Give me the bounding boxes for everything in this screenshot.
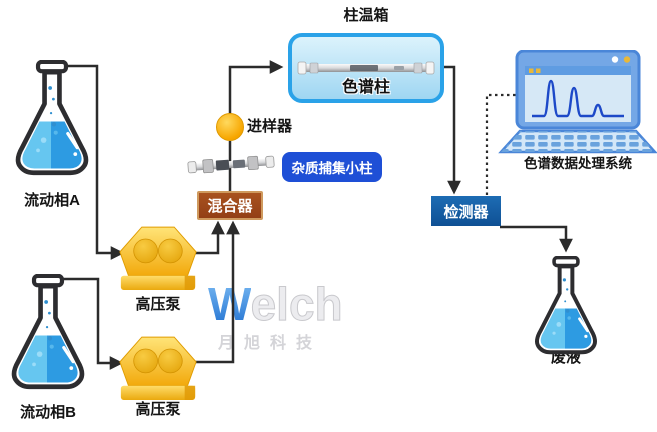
column-oven-label: 柱温箱 (343, 7, 389, 24)
injector-icon (216, 113, 244, 141)
watermark-logo: Welch 月旭科技 (208, 281, 343, 353)
data-system-label: 色谱数据处理系统 (524, 156, 632, 171)
line-pumpB-to-mixer (193, 220, 240, 364)
chromatogram-peaks (532, 79, 624, 118)
watermark-company: 月旭科技 (218, 335, 323, 352)
line-detector-to-waste (500, 225, 573, 253)
chromatography-column-icon (297, 61, 435, 75)
injector-label: 进样器 (247, 118, 293, 135)
mobile-phase-a-flask-icon (10, 60, 94, 183)
line-injector-to-oven (228, 60, 284, 114)
chromatography-column-label: 色谱柱 (341, 79, 390, 96)
mobile-phase-b-flask-icon (6, 274, 90, 397)
trap-column-label: 杂质捕集小柱 (282, 152, 382, 182)
watermark-brand: Welch (208, 278, 343, 330)
line-pumpA-to-mixer (193, 220, 225, 255)
pump-a-label: 高压泵 (135, 296, 181, 313)
waste-flask-icon (530, 256, 602, 361)
detector-box: 检测器 (431, 196, 501, 226)
pump-a-icon (118, 226, 198, 293)
mobile-phase-b-label: 流动相B (20, 404, 76, 421)
pump-b-icon (118, 336, 198, 403)
line-oven-to-detector (444, 65, 461, 195)
pump-b-label: 高压泵 (135, 401, 181, 418)
trap-column-icon (187, 155, 275, 174)
computer-icon (498, 50, 657, 154)
column-oven-box: 色谱柱 (288, 33, 444, 103)
mixer-box: 混合器 (197, 191, 263, 220)
mobile-phase-a-label: 流动相A (24, 192, 80, 209)
